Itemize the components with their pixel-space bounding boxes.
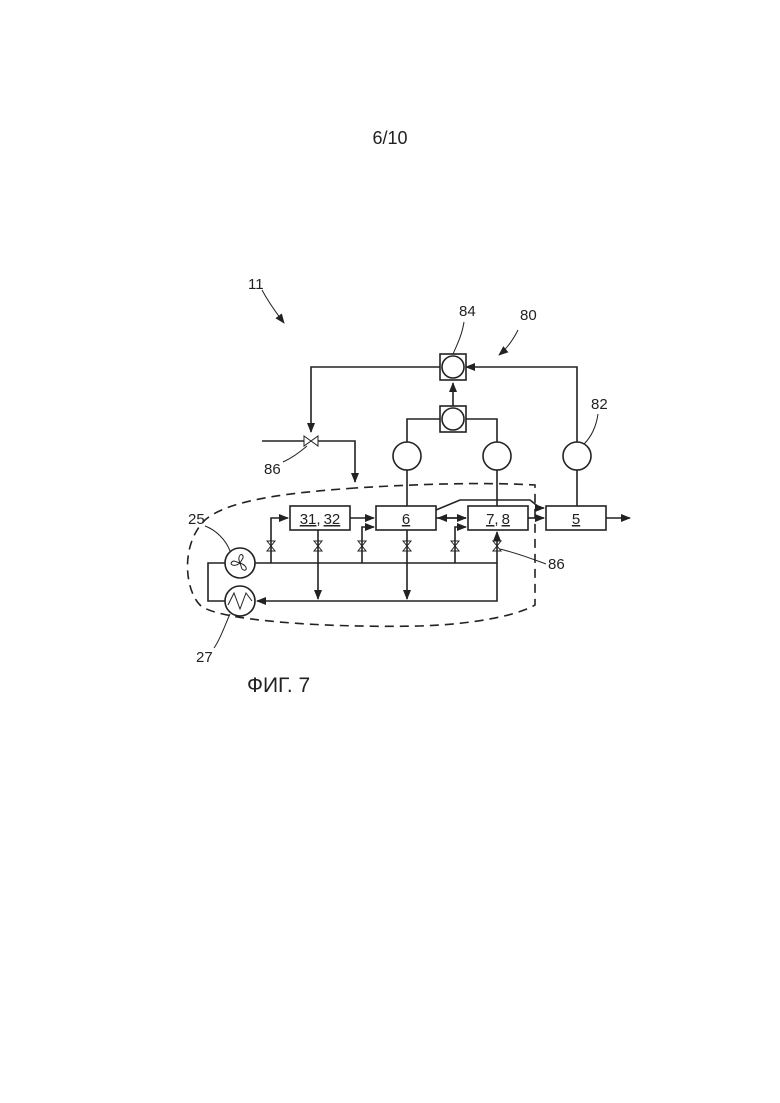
sensor-circle-left: [393, 442, 421, 470]
pipe-86-down: [318, 441, 355, 482]
sensor-circle-82: [563, 442, 591, 470]
pipe-84-left-branch: [407, 419, 440, 442]
box-label-31-32: 31,32: [300, 511, 341, 528]
label-80: 80: [520, 307, 537, 324]
sensor-circle-middle: [483, 442, 511, 470]
valve-84-upper: [440, 354, 466, 380]
valve-84-lower: [440, 406, 466, 432]
fan-25: [225, 548, 255, 578]
pipe-82-to-84: [466, 367, 577, 442]
label-84: 84: [459, 303, 476, 320]
heat-exchanger-27: [225, 586, 255, 616]
box-label-6: 6: [402, 511, 410, 528]
label-82: 82: [591, 396, 608, 413]
box-label-7-8: 7,8: [486, 511, 510, 528]
label-86-top: 86: [264, 461, 281, 478]
figure-caption: ФИГ. 7: [247, 674, 310, 697]
box-label-5: 5: [572, 511, 580, 528]
label-11: 11: [248, 276, 264, 293]
label-27: 27: [196, 649, 213, 666]
pipe-84-right-branch: [466, 419, 497, 442]
valve-86-top: [304, 436, 318, 446]
label-86-right: 86: [548, 556, 565, 573]
pipe-top-loop: [311, 367, 440, 432]
label-25: 25: [188, 511, 205, 528]
